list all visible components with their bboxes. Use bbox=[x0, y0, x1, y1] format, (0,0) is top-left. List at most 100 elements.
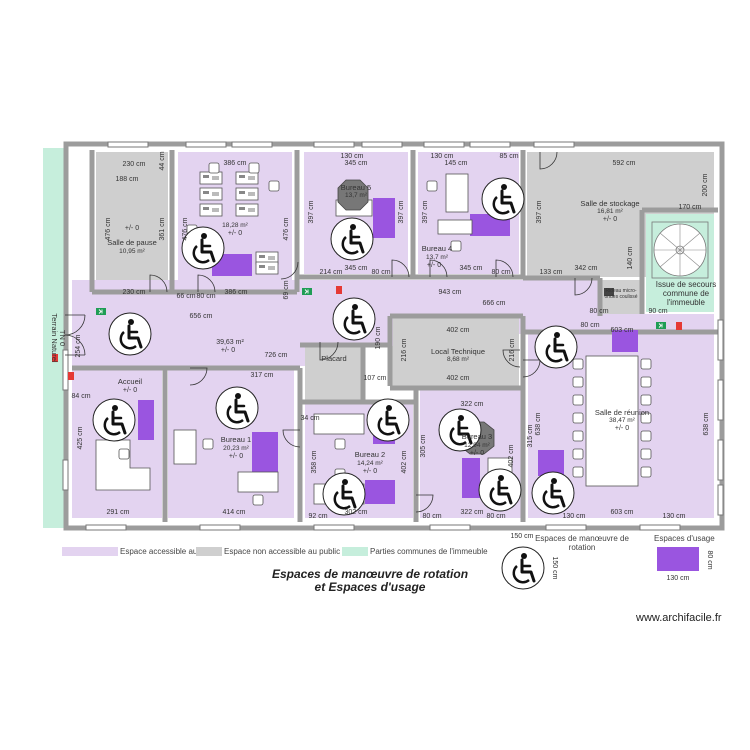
dim-label: 214 cm bbox=[320, 269, 343, 276]
dim-label: 342 cm bbox=[575, 265, 598, 272]
legend-usage: 130 cm 80 cm bbox=[657, 547, 713, 582]
dim-label: 315 cm bbox=[527, 424, 534, 447]
legend-rotation: 150 cm 150 cm bbox=[500, 533, 558, 591]
wheelchair-icon bbox=[365, 397, 411, 443]
exit-signs bbox=[52, 286, 682, 380]
doors bbox=[64, 151, 593, 513]
local-technique-area-text: 8,68 m² bbox=[447, 356, 470, 363]
bureau3-name: Bureau 3 bbox=[462, 432, 492, 441]
dim-label: 397 cm bbox=[536, 200, 543, 223]
dim-label: 402 cm bbox=[447, 375, 470, 382]
dim-label: 666 cm bbox=[483, 300, 506, 307]
dim-label: 66 cm bbox=[176, 293, 195, 300]
dim-label: 84 cm bbox=[71, 393, 90, 400]
bureau1-level: +/- 0 bbox=[229, 453, 243, 460]
dim-label: 140 cm bbox=[627, 246, 634, 269]
legend-common: Parties communes de l'immeuble bbox=[342, 544, 488, 558]
bureau3-area-text: 12,94 m² bbox=[464, 442, 490, 449]
dim-label: 476 cm bbox=[105, 217, 112, 240]
spiral-staircase-icon bbox=[651, 221, 709, 279]
bureau2-area-text: 14,24 m² bbox=[357, 460, 383, 467]
dim-label: 92 cm bbox=[308, 513, 327, 520]
dim-label: 130 cm bbox=[341, 153, 364, 160]
room-labels: Salle de pause 10,95 m² +/- 0 18,28 m² +… bbox=[50, 183, 716, 475]
dimension-labels: 230 cm 188 cm 44 cm 476 cm 361 cm 230 cm… bbox=[71, 151, 710, 520]
bureau5-name: Bureau 5 bbox=[341, 183, 371, 192]
terrain-level: TN 0 bbox=[58, 330, 67, 346]
exit-sign-icon bbox=[301, 287, 313, 296]
wheelchair-icon bbox=[329, 216, 375, 262]
dim-label: 726 cm bbox=[265, 352, 288, 359]
legend-rotation-h: 150 cm bbox=[551, 557, 558, 580]
dim-label: 80 cm bbox=[589, 308, 608, 315]
dim-label: 254 cm bbox=[75, 334, 82, 357]
dim-label: 386 cm bbox=[224, 160, 247, 167]
dim-label: 44 cm bbox=[159, 151, 166, 170]
legend-usage-h: 80 cm bbox=[706, 550, 713, 569]
dim-label: 230 cm bbox=[123, 289, 146, 296]
salle-pause-area-text: 10,95 m² bbox=[119, 248, 145, 255]
dim-label: 80 cm bbox=[491, 269, 510, 276]
bureau1-area-text: 20,23 m² bbox=[223, 445, 249, 452]
salle-pause-level: +/- 0 bbox=[125, 225, 139, 232]
wheelchair-icon bbox=[477, 467, 523, 513]
bureau3-level: +/- 0 bbox=[470, 450, 484, 457]
dim-label: 130 cm bbox=[663, 513, 686, 520]
dim-label: 386 cm bbox=[225, 289, 248, 296]
dim-label: 345 cm bbox=[345, 265, 368, 272]
plan-title-line1: Espaces de manœuvre de rotation bbox=[271, 567, 469, 581]
dim-label: 130 cm bbox=[563, 513, 586, 520]
dim-label: 200 cm bbox=[702, 173, 709, 196]
dim-label: 80 cm bbox=[371, 269, 390, 276]
legend-nonpublic: Espace non accessible au public bbox=[196, 544, 340, 558]
dim-label: 133 cm bbox=[540, 269, 563, 276]
salle-reunion-level: +/- 0 bbox=[615, 425, 629, 432]
dim-label: 397 cm bbox=[398, 200, 405, 223]
salle-pause-area bbox=[96, 152, 168, 291]
legend-public-label: Espace accessible au public bbox=[120, 546, 221, 556]
legend-nonpublic-swatch bbox=[196, 546, 222, 556]
local-technique-area bbox=[392, 318, 519, 386]
dim-label: 638 cm bbox=[703, 412, 710, 435]
rideau-name: Rideau micro-ondes coulissé bbox=[604, 288, 638, 300]
dim-label: 107 cm bbox=[364, 375, 387, 382]
rideau-area bbox=[600, 280, 640, 314]
website-watermark: www.archifacile.fr bbox=[636, 612, 722, 624]
dim-label: 638 cm bbox=[535, 412, 542, 435]
wheelchair-icon bbox=[91, 397, 137, 443]
stockage-name: Salle de stockage bbox=[580, 199, 639, 208]
dim-label: 188 cm bbox=[116, 176, 139, 183]
legend-usage-title: Espaces d'usage bbox=[654, 534, 715, 543]
dim-label: 603 cm bbox=[611, 327, 634, 334]
dim-label: 656 cm bbox=[190, 313, 213, 320]
fire-extinguisher-icon bbox=[676, 322, 682, 330]
couloir-level: +/- 0 bbox=[221, 347, 235, 354]
bureau2-name: Bureau 2 bbox=[355, 450, 385, 459]
dim-label: 34 cm bbox=[300, 415, 319, 422]
dim-label: 216 cm bbox=[401, 338, 408, 361]
dim-label: 90 cm bbox=[648, 308, 667, 315]
legend-common-label: Parties communes de l'immeuble bbox=[370, 546, 488, 556]
stockage-area-text: 16,81 m² bbox=[597, 208, 623, 215]
dim-label: 130 cm bbox=[431, 153, 454, 160]
terrain-strip bbox=[43, 148, 65, 528]
room-386-level: +/- 0 bbox=[228, 230, 242, 237]
legend-usage-w: 130 cm bbox=[667, 575, 690, 582]
dim-label: 358 cm bbox=[311, 450, 318, 473]
wheelchair-icon bbox=[480, 176, 526, 222]
dim-label: 317 cm bbox=[251, 372, 274, 379]
dim-label: 476 cm bbox=[283, 217, 290, 240]
dim-label: 85 cm bbox=[499, 153, 518, 160]
dim-label: 397 cm bbox=[308, 200, 315, 223]
bureau5-area-text: 13,7 m² bbox=[345, 192, 368, 199]
stockage-level: +/- 0 bbox=[603, 216, 617, 223]
legend-nonpublic-label: Espace non accessible au public bbox=[224, 546, 341, 556]
exit-sign-icon bbox=[95, 307, 107, 316]
windows bbox=[62, 141, 724, 531]
dim-label: 291 cm bbox=[107, 509, 130, 516]
dim-label: 476 cm bbox=[182, 217, 189, 240]
local-technique-name: Local Technique bbox=[431, 347, 485, 356]
dim-label: 170 cm bbox=[679, 204, 702, 211]
dim-label: 69 cm bbox=[283, 280, 290, 299]
